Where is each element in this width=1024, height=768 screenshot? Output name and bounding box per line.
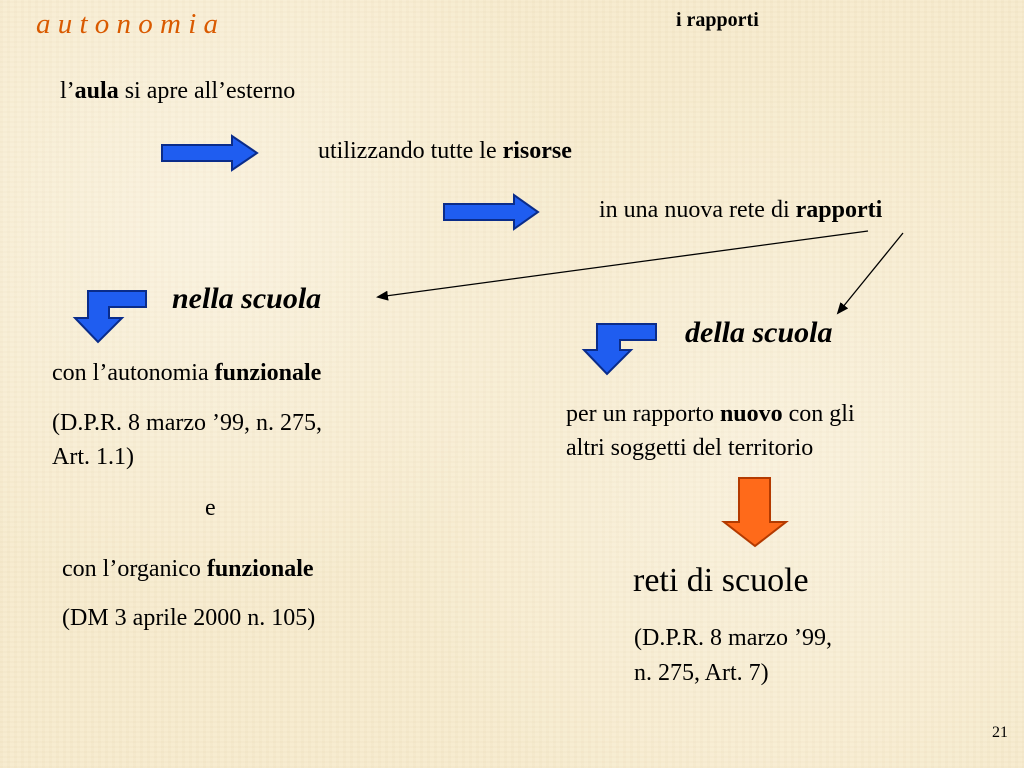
- flow-line-aula-pre: l’: [60, 78, 75, 104]
- right-desc-line1-pre: per un rapporto: [566, 401, 720, 427]
- left-ref1-line2: Art. 1.1): [52, 444, 134, 470]
- right-arrow-icon: [443, 193, 540, 231]
- slide-subtitle: i rapporti: [676, 9, 759, 31]
- flow-line-aula-bold: aula: [74, 78, 119, 104]
- left-item-organico: con l’organico funzionale: [62, 556, 314, 583]
- left-item-autonomia-bold: funzionale: [214, 360, 322, 386]
- page-number: 21: [992, 724, 1008, 741]
- right-arrow-icon: [161, 134, 259, 172]
- flow-line-rapporti-bold: rapporti: [795, 197, 883, 223]
- left-item-organico-bold: funzionale: [206, 556, 314, 582]
- left-ref2: (DM 3 aprile 2000 n. 105): [62, 605, 316, 631]
- connector-to-della-scuola: [836, 232, 904, 315]
- right-desc-line1-post: con gli: [782, 401, 855, 427]
- flow-line-rapporti-pre: in una nuova rete di: [599, 197, 796, 223]
- heading-della-scuola: della scuola: [685, 316, 833, 349]
- right-desc-line1-bold: nuovo: [719, 401, 783, 427]
- flow-line-rapporti: in una nuova rete di rapporti: [599, 197, 882, 224]
- left-item-organico-pre: con l’organico: [62, 556, 207, 582]
- left-conjunction: e: [205, 495, 216, 521]
- left-item-autonomia-pre: con l’autonomia: [52, 360, 215, 386]
- slide-title: a u t o n o m i a: [36, 8, 219, 40]
- flow-line-aula: l’aula si apre all’esterno: [60, 78, 295, 105]
- result-reti-di-scuole: reti di scuole: [633, 562, 809, 599]
- flow-line-aula-post: si apre all’esterno: [118, 78, 296, 104]
- flow-line-risorse-bold: risorse: [502, 138, 572, 164]
- right-desc-line2: altri soggetti del territorio: [566, 435, 814, 461]
- down-left-turn-arrow-icon: [72, 290, 147, 344]
- left-item-autonomia: con l’autonomia funzionale: [52, 360, 321, 387]
- flow-line-risorse-pre: utilizzando tutte le: [318, 138, 503, 164]
- down-left-turn-arrow-icon: [581, 323, 657, 376]
- right-ref-line2: n. 275, Art. 7): [634, 660, 769, 686]
- heading-nella-scuola: nella scuola: [172, 282, 322, 315]
- connector-to-nella-scuola: [376, 230, 869, 301]
- left-ref1-line1: (D.P.R. 8 marzo ’99, n. 275,: [52, 410, 322, 436]
- right-desc-line1: per un rapporto nuovo con gli: [566, 401, 855, 428]
- flow-line-risorse: utilizzando tutte le risorse: [318, 138, 572, 165]
- right-ref-line1: (D.P.R. 8 marzo ’99,: [634, 625, 832, 651]
- down-arrow-icon: [721, 477, 789, 548]
